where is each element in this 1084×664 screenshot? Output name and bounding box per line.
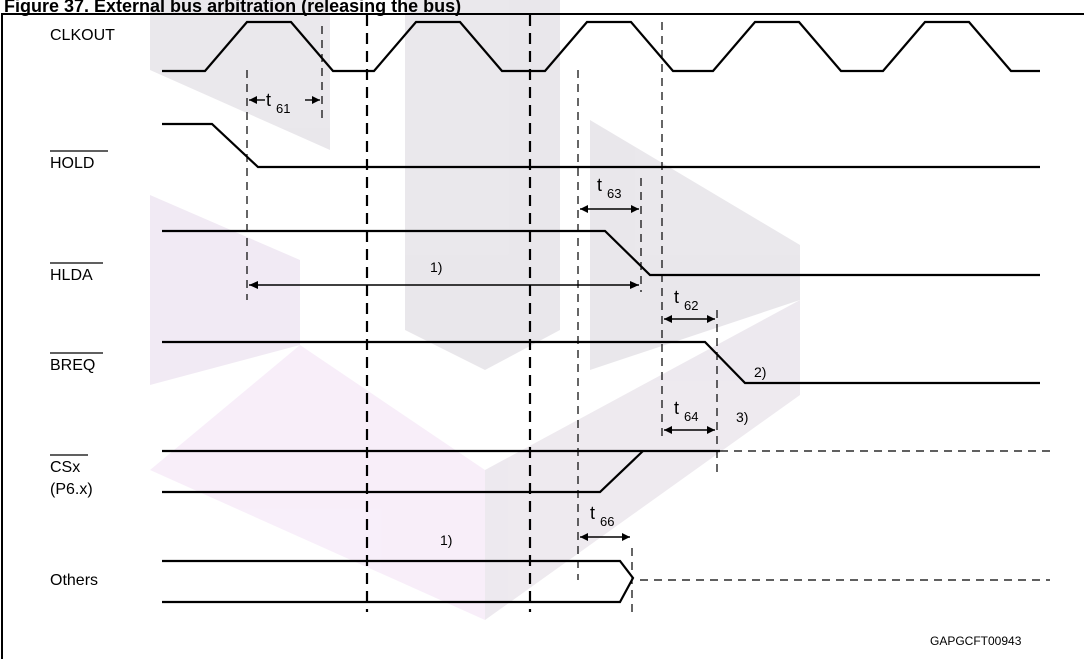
- clkout-label: CLKOUT: [50, 27, 115, 44]
- watermark-logo: [150, 0, 800, 620]
- note2-label: 2): [754, 364, 766, 380]
- breq-waveform: [162, 340, 1040, 385]
- others-waveform: [162, 559, 1050, 604]
- t64-subscript: 64: [684, 409, 698, 424]
- breq-label: BREQ: [50, 357, 95, 374]
- t61-subscript: 61: [276, 101, 290, 116]
- figure-reference-code: GAPGCFT00943: [930, 634, 1022, 648]
- t66-subscript: 66: [600, 514, 614, 529]
- frame-border: [1, 13, 1084, 659]
- hlda-label: HLDA: [50, 267, 93, 284]
- t63-annotation: t 63: [580, 175, 639, 213]
- t62-subscript: 62: [684, 298, 698, 313]
- note1-top-annotation: 1): [249, 259, 639, 289]
- t66-label: t: [590, 503, 595, 523]
- t62-label: t: [674, 287, 679, 307]
- t63-label: t: [597, 175, 602, 195]
- t64-label: t: [674, 398, 679, 418]
- t61-label: t: [266, 90, 271, 110]
- note1-bottom-label: 1): [440, 532, 452, 548]
- csx-sublabel: (P6.x): [50, 481, 93, 498]
- others-label: Others: [50, 572, 98, 589]
- csx-waveform: [162, 449, 1050, 494]
- csx-label: CSx: [50, 459, 80, 476]
- t63-subscript: 63: [607, 186, 621, 201]
- hold-label: HOLD: [50, 155, 94, 172]
- figure-title: Figure 37. External bus arbitration (rel…: [4, 0, 461, 16]
- t64-annotation: t 64 3): [664, 398, 748, 434]
- hold-waveform: [162, 122, 1040, 169]
- note1-top-label: 1): [430, 259, 442, 275]
- hlda-waveform: [162, 229, 1040, 277]
- clkout-waveform: [162, 20, 1040, 73]
- t61-annotation: t 61: [249, 90, 320, 116]
- t62-annotation: t 62: [664, 287, 715, 323]
- note3-label: 3): [736, 409, 748, 425]
- t66-annotation: t 66: [580, 503, 630, 541]
